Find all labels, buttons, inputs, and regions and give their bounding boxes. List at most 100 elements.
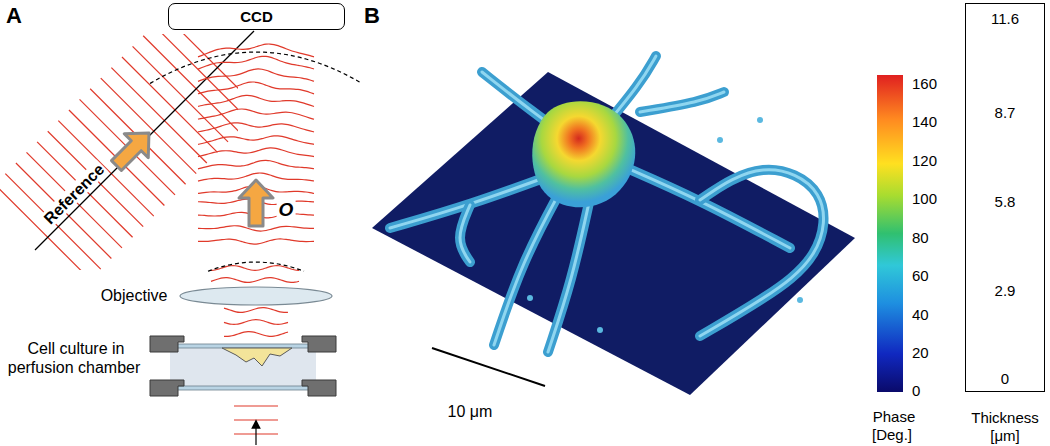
debris-speck: [597, 327, 603, 333]
reference-wavefront: [164, 34, 238, 110]
debris-speck: [757, 117, 763, 123]
tick-label: 11.6: [991, 10, 1019, 27]
tick-label: 5.8: [995, 193, 1016, 210]
dendrite: [700, 170, 824, 336]
debris-speck: [797, 297, 803, 303]
glass-slide: [168, 386, 318, 390]
reference-wavefronts: [0, 34, 238, 270]
axis-title: Phase [Deg.]: [871, 408, 916, 443]
cell-body: [532, 101, 635, 207]
object-wavefront: [224, 320, 288, 325]
label-holder: 0: [910, 382, 922, 400]
label-holder: O: [277, 199, 296, 222]
tick-label: 60: [910, 267, 931, 284]
reference-beam-line: [35, 31, 254, 250]
perfusion-chamber: [150, 336, 336, 396]
tick-label: 120: [910, 152, 939, 169]
text-holder: 0: [966, 370, 1044, 388]
label-holder: Objective: [99, 286, 170, 305]
text-holder: 2.9: [966, 282, 1044, 300]
label-holder: 40: [910, 306, 931, 324]
illumination-wavefront: [234, 405, 278, 406]
tick-label: 8.7: [995, 104, 1016, 121]
object-wavefront: [224, 332, 288, 337]
object-wavefront: [198, 82, 314, 94]
label-holder: 10 μm: [446, 402, 495, 421]
object-wavefront: [198, 239, 314, 244]
objective-lens: [180, 287, 332, 305]
reference-wavefront: [143, 36, 238, 131]
phase-map-plane: [372, 72, 855, 395]
debris-speck: [717, 137, 723, 143]
dendrite: [640, 92, 724, 112]
scale-label: 10 μm: [446, 403, 495, 420]
panel-letter: B: [362, 3, 382, 28]
tick-label: 40: [910, 306, 931, 323]
wavefront-dashed-arc: [150, 52, 360, 83]
illumination-arrow: [255, 424, 256, 445]
label-holder: 100: [910, 190, 939, 208]
chamber-clamp: [150, 336, 184, 352]
object-wavefront: [198, 95, 314, 106]
text-holder: CCD: [169, 8, 344, 26]
tick-label: 100: [910, 190, 939, 207]
panel-letter: A: [4, 3, 24, 28]
text-holder: Thickness [μm]: [960, 409, 1050, 445]
label-holder: 60: [910, 267, 931, 285]
label-holder: B: [362, 3, 382, 29]
scale-bar: [432, 348, 545, 386]
illumination-wavefront: [234, 419, 278, 420]
object-wavefront: [198, 123, 314, 132]
glass-slide: [168, 344, 318, 348]
part-label: Objective: [99, 287, 170, 304]
dendrite: [494, 188, 562, 345]
reference-wave-arrow: [104, 121, 161, 178]
wavefront-dashed-arc: [208, 262, 304, 271]
object-wavefront: [198, 56, 314, 69]
tick-label: 140: [910, 113, 939, 130]
object-wavefront: [198, 148, 314, 157]
reference-wavefront: [133, 46, 228, 141]
dendrite: [390, 172, 560, 228]
panel-b-illustration: [372, 56, 903, 395]
ccd-box: CCD: [168, 3, 345, 30]
object-wavefront: [224, 308, 288, 313]
beam-label: Reference: [39, 159, 109, 229]
label-holder: Phase [Deg.]: [865, 408, 921, 444]
dendrite-ridge: [390, 172, 560, 228]
part-label: Cell culture in perfusion chamber: [8, 340, 143, 376]
dendrite: [460, 205, 470, 262]
label-holder: 140: [910, 113, 939, 131]
box-label: CCD: [240, 8, 273, 25]
dendrite-ridge: [640, 92, 724, 112]
text-holder: 11.6: [966, 10, 1044, 28]
tick-label: 80: [910, 229, 931, 246]
text-holder: 5.8: [966, 193, 1044, 211]
object-wavefront: [198, 160, 314, 169]
cultured-cell: [222, 348, 292, 366]
object-wavefront: [211, 278, 299, 283]
culture-medium: [170, 348, 316, 386]
beam-label: O: [277, 199, 296, 220]
label-holder: 120: [910, 152, 939, 170]
tick-label: 0: [1001, 370, 1009, 387]
scale-title: Thickness [μm]: [971, 409, 1039, 444]
tick-label: 0: [910, 382, 922, 399]
chamber-clamp: [150, 380, 184, 396]
object-wave-arrow: [239, 180, 273, 226]
dendrite: [548, 198, 590, 352]
object-wavefront: [198, 109, 314, 119]
chamber-clamp: [302, 336, 336, 352]
debris-speck: [527, 295, 533, 301]
dendrite-ridge: [548, 198, 590, 352]
label-holder: 160: [910, 75, 939, 93]
reference-wavefront: [154, 34, 238, 121]
text-holder: 8.7: [966, 104, 1044, 122]
dendrite-ridge: [620, 165, 790, 248]
tick-label: 160: [910, 75, 939, 92]
tick-label: 20: [910, 344, 931, 361]
object-wavefront: [198, 136, 314, 145]
